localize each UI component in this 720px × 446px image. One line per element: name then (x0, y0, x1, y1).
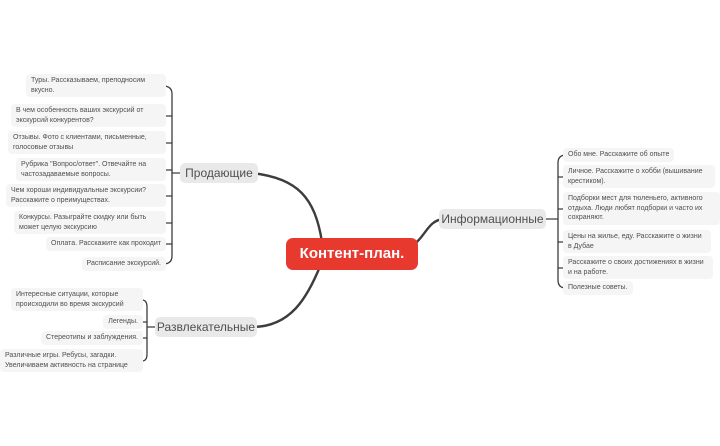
selling-item[interactable]: Конкурсы. Разыграйте скидку или быть мож… (14, 211, 166, 234)
entertaining-item[interactable]: Легенды. (103, 315, 143, 329)
informational-item[interactable]: Цены на жилье, еду. Расскажите о жизни в… (563, 230, 711, 253)
informational-item[interactable]: Расскажите о своих достижениях в жизни и… (563, 256, 713, 279)
entertaining-item[interactable]: Различные игры. Ребусы, загадки. Увеличи… (0, 349, 143, 372)
selling-item[interactable]: Рубрика "Вопрос/ответ". Отвечайте на час… (16, 158, 166, 181)
branch-topic-informational[interactable]: Информационные (439, 209, 546, 229)
selling-item[interactable]: Туры. Рассказываем, преподносим вкусно. (26, 74, 166, 97)
informational-item[interactable]: Личное. Расскажите о хобби (вышивание кр… (563, 165, 715, 188)
informational-item[interactable]: Подборки мест для тюленьего, активного о… (563, 192, 720, 225)
selling-item[interactable]: Отзывы. Фото с клиентами, письменные, го… (8, 131, 166, 154)
informational-item[interactable]: Полезные советы. (563, 281, 633, 295)
selling-item[interactable]: Расписание экскурсий. (81, 257, 166, 271)
selling-item[interactable]: Чем хороши индивидуальные экскурсии? Рас… (6, 184, 166, 207)
branch-topic-entertaining[interactable]: Развлекательные (155, 317, 257, 337)
entertaining-item[interactable]: Стереотипы и заблуждения. (41, 331, 143, 345)
selling-item[interactable]: В чем особенность ваших экскурсий от экс… (11, 104, 166, 127)
central-topic[interactable]: Контент-план. (286, 238, 418, 270)
branch-topic-selling[interactable]: Продающие (180, 163, 258, 183)
informational-item[interactable]: Обо мне. Расскажите об опыте (563, 148, 675, 162)
entertaining-item[interactable]: Интересные ситуации, которые происходили… (11, 288, 143, 311)
connector-central-selling (250, 171, 324, 244)
selling-item[interactable]: Оплата. Расскажите как проходит (46, 237, 166, 251)
connector-central-entertaining (250, 262, 323, 329)
